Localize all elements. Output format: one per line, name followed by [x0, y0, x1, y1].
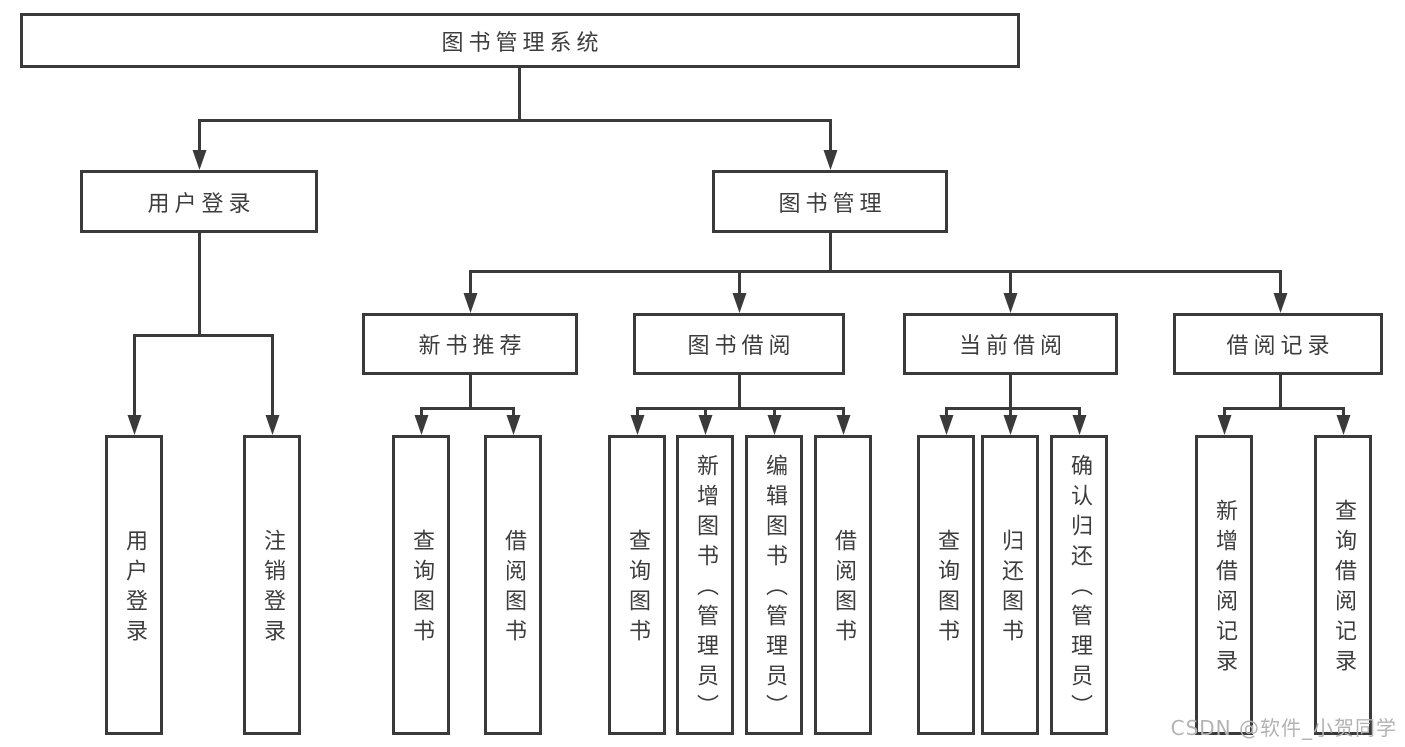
- node-library-management-system: 图书管理系统: [20, 13, 1020, 68]
- arrow-down-icon: [463, 293, 1288, 313]
- arrow-down-icon: [630, 415, 851, 435]
- leaf-add-book-admin: 新增图书（管理员）: [676, 435, 734, 735]
- node-user-login: 用户登录: [80, 170, 318, 233]
- node-book-management: 图书管理: [712, 170, 948, 233]
- connector-new-book-recommendation-children: [414, 375, 521, 435]
- connector-user-login-children: [127, 233, 280, 435]
- node-book-borrowing: 图书借阅: [633, 313, 845, 375]
- node-label: 借阅图书: [831, 529, 856, 649]
- node-label: 图书借阅: [687, 334, 796, 359]
- node-label: 图书管理系统: [441, 30, 604, 56]
- connector-current-borrowing-children: [939, 375, 1087, 435]
- connector-root-to-level1: [192, 68, 838, 170]
- node-label: 归还图书: [998, 529, 1023, 649]
- node-label: 图书管理: [778, 191, 887, 217]
- connector-book-borrowing-children: [630, 375, 851, 435]
- node-label: 借阅记录: [1226, 334, 1335, 359]
- leaf-user-login: 用户登录: [105, 435, 163, 735]
- leaf-query-borrow-record: 查询借阅记录: [1314, 435, 1372, 735]
- node-label: 查询图书: [625, 529, 650, 649]
- node-label: 新书推荐: [418, 334, 527, 359]
- node-new-book-recommendation: 新书推荐: [362, 313, 578, 375]
- node-label: 用户登录: [147, 191, 256, 217]
- arrow-down-icon: [414, 415, 521, 435]
- node-borrowing-records: 借阅记录: [1173, 313, 1383, 375]
- leaf-query-books-recommendation: 查询图书: [392, 435, 450, 735]
- leaf-borrow-books-borrowing: 借阅图书: [814, 435, 872, 735]
- arrow-down-icon: [192, 150, 838, 170]
- arrow-down-icon: [939, 415, 1087, 435]
- node-label: 借阅图书: [501, 529, 526, 649]
- leaf-add-borrow-record: 新增借阅记录: [1195, 435, 1253, 735]
- connector-borrowing-records-children: [1217, 375, 1351, 435]
- node-label: 当前借阅: [958, 334, 1067, 359]
- node-label: 查询借阅记录: [1331, 499, 1356, 679]
- watermark: CSDN @软件_小贺同学: [1170, 716, 1397, 740]
- leaf-return-books: 归还图书: [981, 435, 1039, 735]
- node-label: 新增借阅记录: [1212, 499, 1237, 679]
- node-label: 查询图书: [934, 529, 959, 649]
- leaf-confirm-return-admin: 确认归还（管理员）: [1050, 435, 1108, 735]
- node-label: 确认归还（管理员）: [1067, 454, 1092, 724]
- leaf-edit-book-admin: 编辑图书（管理员）: [745, 435, 803, 735]
- node-current-borrowing: 当前借阅: [903, 313, 1118, 375]
- connector-book-management-children: [463, 233, 1288, 313]
- node-label: 注销登录: [260, 529, 285, 649]
- arrow-down-icon: [1217, 415, 1351, 435]
- node-label: 编辑图书（管理员）: [762, 454, 787, 724]
- leaf-borrow-books-recommendation: 借阅图书: [484, 435, 542, 735]
- arrow-down-icon: [127, 415, 280, 435]
- leaf-query-books-borrowing: 查询图书: [608, 435, 666, 735]
- leaf-logout: 注销登录: [243, 435, 301, 735]
- leaf-query-books-current: 查询图书: [917, 435, 975, 735]
- node-label: 新增图书（管理员）: [693, 454, 718, 724]
- node-label: 用户登录: [122, 529, 147, 649]
- node-label: 查询图书: [409, 529, 434, 649]
